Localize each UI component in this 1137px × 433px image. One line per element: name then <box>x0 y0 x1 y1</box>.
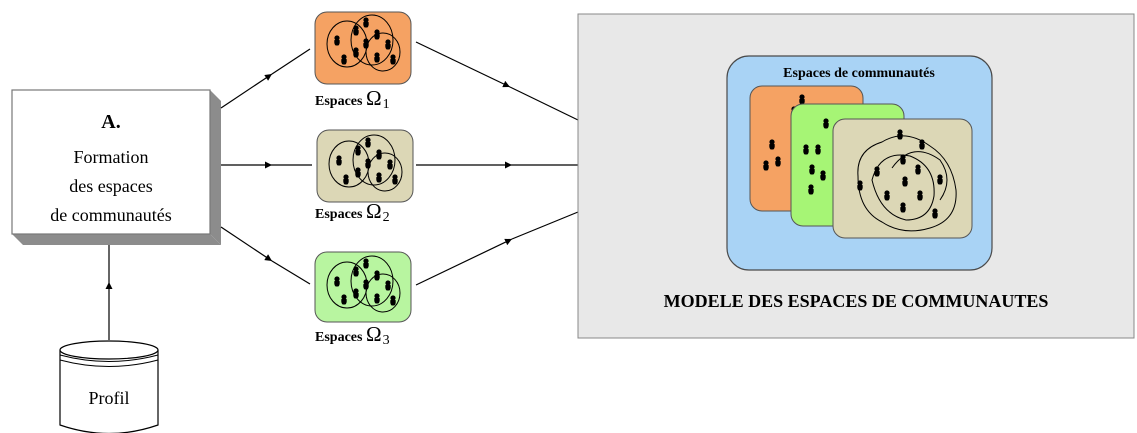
model-title: MODELE DES ESPACES DE COMMUNAUTES <box>664 291 1049 311</box>
process-box-line-3: de communautés <box>50 205 171 225</box>
arrow-a-to-space3 <box>220 226 273 262</box>
omega-symbol: Ω <box>366 322 382 346</box>
model-panel: Espaces de communautés MODELE DES ESPACE… <box>577 13 1135 339</box>
arrow-space1-to-model-line <box>509 86 579 121</box>
space-3-label: Espaces Ω3 <box>315 322 390 348</box>
process-box-line-1: Formation <box>74 147 149 167</box>
space-1-community-cluster <box>326 14 401 72</box>
space-2-label: Espaces Ω2 <box>315 199 390 225</box>
omega-symbol: Ω <box>366 199 382 223</box>
database-top <box>59 340 159 360</box>
arrow-a-to-space3-line <box>271 260 311 285</box>
model-card-beige-community-cluster <box>857 129 957 232</box>
space-3: Espaces Ω3 <box>314 251 412 348</box>
space-2-community-cluster <box>328 134 403 192</box>
space-3-community-cluster <box>326 255 401 313</box>
database-body <box>59 350 159 433</box>
arrow-a-to-space1 <box>220 73 273 109</box>
process-box-side <box>210 90 221 245</box>
process-box-line-2: des espaces <box>69 176 152 196</box>
database-rim-1 <box>59 354 159 362</box>
model-inner-label: Espaces de communautés <box>783 66 935 81</box>
space-3-card <box>314 251 412 323</box>
process-box: A. Formation des espaces de communautés <box>11 89 221 245</box>
arrow-a-to-space1-line <box>271 48 311 75</box>
arrow-space3-to-model-line <box>511 211 579 240</box>
omega-symbol: Ω <box>366 86 382 110</box>
space-1-label: Espaces Ω1 <box>315 86 390 112</box>
process-box-letter: A. <box>101 111 120 133</box>
arrows <box>105 41 579 340</box>
process-box-front <box>11 89 211 235</box>
process-box-bottom <box>12 234 221 245</box>
arrow-space3-to-model <box>415 238 513 286</box>
space-1-card <box>314 11 412 85</box>
database-label: Profil <box>88 388 129 408</box>
space-2: Espaces Ω2 <box>315 129 414 225</box>
arrow-space1-to-model <box>415 41 511 88</box>
space-1: Espaces Ω1 <box>314 11 412 112</box>
profil-database: Profil <box>59 340 159 433</box>
space-2-card <box>316 129 414 203</box>
database-rim-2 <box>59 359 159 367</box>
